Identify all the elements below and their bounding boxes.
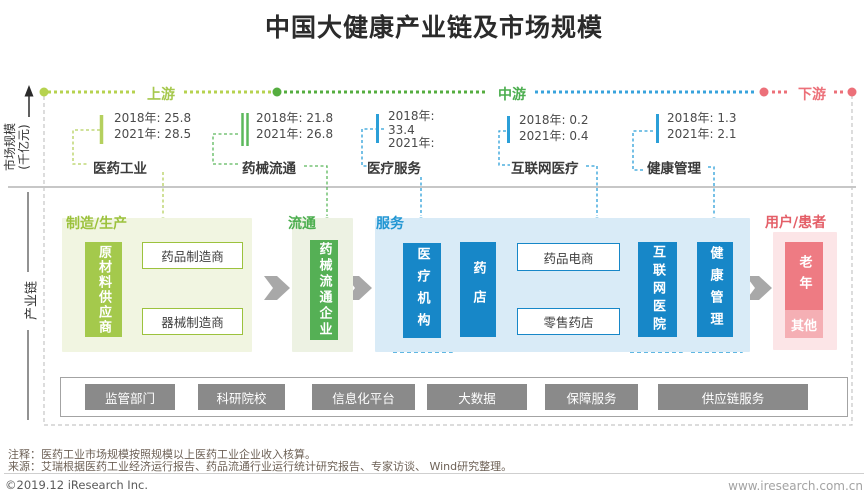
support-box-info-platform: 信息化平台 [312,384,415,410]
support-box-regulator: 监管部门 [85,384,175,410]
footer-note: 注释：医药工业市场规模按照规模以上医药工业企业收入核算。 [8,448,316,461]
retail-pharmacy-box: 零售药店 [517,308,620,335]
page-title: 中国大健康产业链及市场规模 [264,13,603,42]
internet-hospital-box: 互联网医院 [638,242,677,337]
stat-label-internet-medical: 互联网医疗 [511,161,579,177]
flow-node-dots [39,87,857,97]
drug-device-circulation-box: 药械流通企业 [310,240,338,340]
axis-label-industry-chain: 产业链 [24,281,40,321]
manufacturing-section-label: 制造/生产 [66,216,128,232]
footer-website: www.iresearch.com.cn [728,479,863,493]
axis-label-market-scale: 市场规模 (千亿元) [3,123,31,172]
stat-distribution-connector [212,113,328,216]
flow-label-downstream: 下游 [798,87,826,103]
raw-material-supplier-box: 原材料供应商 [85,242,122,337]
footer-source: 来源：艾瑞根据医药工业经济运行报告、药品流通行业运行统计研究报告、专家访谈、 W… [8,460,513,473]
stat-label-medical-service: 医疗服务 [367,161,421,177]
other-users-box: 其他 [785,310,823,338]
service-section-label: 服务 [376,216,404,232]
flow-label-midstream: 中游 [498,87,526,103]
outer-dashed-border [43,96,853,426]
medical-institution-box: 医疗机构 [403,243,441,338]
flow-label-upstream: 上游 [147,87,175,103]
support-box-big-data: 大数据 [427,384,527,410]
drug-manufacturer-box: 药品制造商 [142,242,243,269]
footer-divider [4,473,864,474]
stat-label-health-mgmt: 健康管理 [647,161,701,177]
stat-pharma-industry-connector [72,115,164,216]
stat-health-mgmt-connector [632,114,715,216]
support-box-research: 科研院校 [198,384,285,410]
market-scale-axis-arrow-icon [24,85,34,117]
drug-ecommerce-box: 药品电商 [517,243,620,271]
stat-label-pharma-industry: 医药工业 [93,161,147,177]
circulation-section-label: 流通 [288,216,316,232]
stat-internet-medical-connector [498,116,598,216]
stat-label-distribution: 药械流通 [242,161,296,177]
pharmacy-box: 药店 [460,242,496,337]
health-management-box: 健康管理 [697,242,733,337]
stat-medical-service-connector [361,114,422,216]
footer-copyright: ©2019.12 iResearch Inc. [5,478,148,492]
support-box-supply-chain: 供应链服务 [658,384,808,410]
users-section-label: 用户/患者 [765,215,827,231]
elderly-box: 老年 [785,242,823,310]
support-box-guarantee: 保障服务 [545,384,638,410]
device-manufacturer-box: 器械制造商 [142,308,243,335]
